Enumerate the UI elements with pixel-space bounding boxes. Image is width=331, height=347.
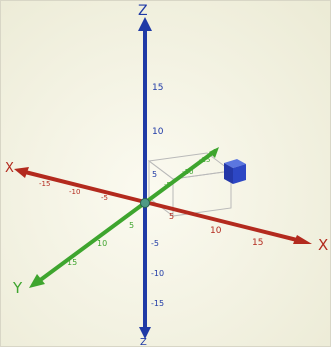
- y-axis-label: Y: [12, 279, 23, 297]
- z-tick-15: 15: [152, 83, 163, 93]
- z-tick-neg-15: -15: [151, 299, 164, 308]
- x-axis-arrowhead-positive: [293, 235, 312, 244]
- x-axis-label-negative-end: X: [5, 161, 14, 176]
- z-tick-10: 10: [152, 127, 164, 137]
- y-tick-neg-5: -5: [164, 181, 171, 189]
- guide-box-front: [172, 170, 232, 217]
- x-tick-15: 15: [252, 238, 263, 248]
- x-axis-label: X: [318, 236, 328, 254]
- x-tick-10: 10: [210, 226, 222, 236]
- y-axis-arrowhead-negative: [209, 147, 219, 158]
- z-tick-5: 5: [152, 170, 157, 179]
- x-axis-line: [19, 169, 303, 243]
- cube-front-face: [233, 164, 246, 184]
- x-tick-neg-5: -5: [101, 194, 108, 202]
- y-tick-5: 5: [129, 221, 134, 230]
- z-tick-neg-10: -10: [151, 269, 164, 278]
- z-axis: Z Z 5 10 15 -5 -10 -15: [138, 3, 164, 346]
- y-tick-neg-10: -10: [182, 168, 193, 176]
- x-axis-arrowhead-negative: [14, 167, 29, 178]
- z-axis-arrowhead-positive: [138, 17, 152, 31]
- cube-top-face: [224, 159, 246, 168]
- cube-left-face: [224, 163, 233, 184]
- y-axis: Y 5 10 15 -5 -10 -15: [12, 147, 219, 297]
- z-axis-label-negative-end: Z: [140, 337, 147, 346]
- y-axis-line: [37, 149, 217, 283]
- y-axis-arrowhead-positive: [29, 274, 45, 288]
- point-cube: [224, 159, 246, 184]
- y-tick-neg-15: -15: [199, 156, 210, 164]
- x-tick-5: 5: [169, 212, 174, 221]
- x-tick-neg-15: -15: [39, 180, 50, 188]
- z-axis-label: Z: [138, 3, 148, 19]
- origin-point: [140, 198, 150, 208]
- y-tick-15: 15: [67, 258, 77, 267]
- y-tick-10: 10: [97, 239, 107, 248]
- x-axis: X X 5 10 15 -5 -10 -15: [5, 161, 328, 254]
- z-axis-arrowhead-negative: [139, 327, 151, 339]
- x-tick-neg-10: -10: [69, 188, 80, 196]
- z-tick-neg-5: -5: [151, 239, 159, 248]
